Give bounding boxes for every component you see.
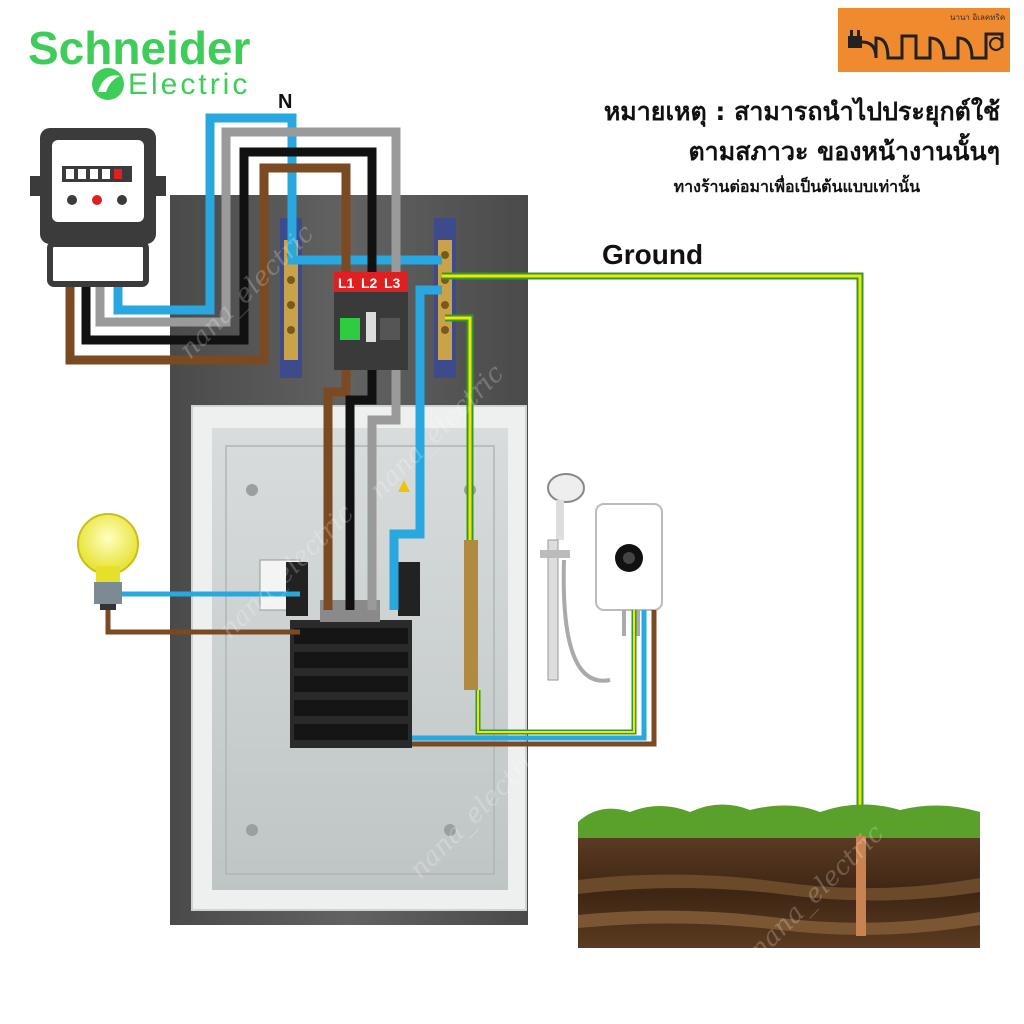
label-l2: L2 bbox=[361, 275, 378, 291]
neutral-label: N bbox=[278, 91, 292, 113]
brand-name-bottom: Electric bbox=[128, 68, 250, 101]
schneider-logo: Schneider Electric bbox=[28, 22, 251, 101]
l2-wire bbox=[81, 147, 377, 345]
light-bulb-icon bbox=[77, 513, 139, 610]
shop-logo: นานา อิเลคทริค bbox=[838, 8, 1010, 72]
l1-wire bbox=[65, 163, 351, 365]
label-l3: L3 bbox=[384, 275, 401, 291]
branch-breaker-rows bbox=[294, 628, 408, 740]
distribution-wires bbox=[323, 285, 442, 610]
note-line-3: ทางร้านต่อมาเพื่อเป็นต้นแบบเท่านั้น bbox=[674, 174, 920, 196]
l1-down-wire bbox=[323, 370, 351, 610]
main-breaker-icon: L1 L2 L3 bbox=[334, 272, 408, 370]
ground-rod-icon bbox=[856, 836, 866, 936]
supply-wires bbox=[65, 113, 442, 365]
label-l1: L1 bbox=[338, 275, 355, 291]
brand-name-top: Schneider bbox=[28, 22, 251, 74]
load-center-box bbox=[191, 405, 527, 911]
l3-down-wire bbox=[367, 370, 401, 610]
l3-wire bbox=[95, 127, 401, 327]
note-line-2: ตามสภาวะ ของหน้างานนั้นๆ bbox=[688, 132, 1000, 166]
shower-head-icon bbox=[540, 473, 611, 683]
light-wires bbox=[105, 591, 300, 635]
ground-bar-inner bbox=[464, 540, 478, 690]
water-heater-icon bbox=[595, 503, 663, 636]
shop-logo-caption: นานา อิเลคทริค bbox=[950, 13, 1005, 22]
neutral-down-wire bbox=[389, 285, 442, 610]
l2-down-wire bbox=[345, 370, 377, 610]
heater-wires bbox=[412, 610, 657, 747]
meter-icon bbox=[30, 128, 166, 287]
neutral-wire bbox=[113, 113, 442, 315]
ground-wire bbox=[442, 272, 864, 838]
plug-icon bbox=[848, 30, 862, 48]
note-line-1: หมายเหตุ : สามารถนำไปประยุกต์ใช้ bbox=[604, 96, 1000, 128]
schneider-leaf-icon bbox=[92, 68, 124, 100]
ground-label: Ground bbox=[602, 239, 703, 270]
phase-label-strip bbox=[334, 272, 408, 292]
ground-bus-icon bbox=[434, 218, 456, 378]
soil-cross-section bbox=[578, 804, 980, 948]
